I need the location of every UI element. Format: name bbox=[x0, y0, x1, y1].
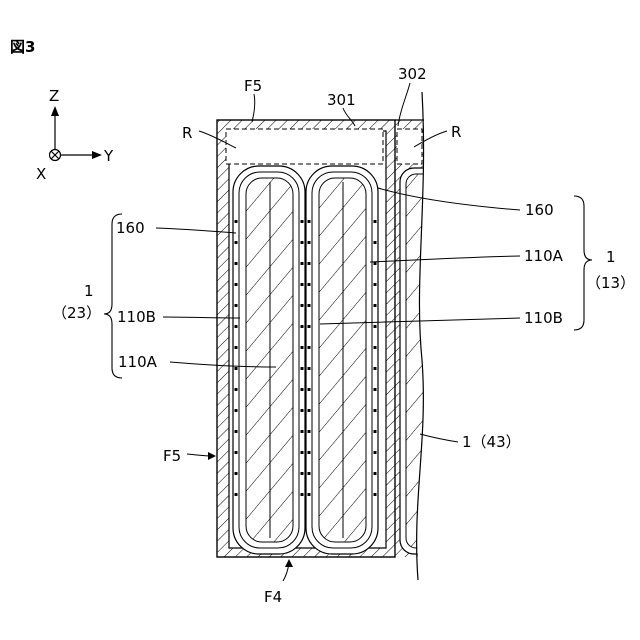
coordinate-axes: Z Y X bbox=[36, 87, 114, 183]
label-110a-right: 110A bbox=[524, 247, 564, 265]
label-301: 301 bbox=[327, 91, 356, 109]
arrow-f5-left bbox=[187, 452, 216, 460]
region-r-right bbox=[397, 129, 422, 164]
label-f5-top: F5 bbox=[244, 77, 262, 95]
label-110b-right: 110B bbox=[524, 309, 563, 327]
label-1-43: 1（43） bbox=[462, 433, 521, 451]
label-f5-left: F5 bbox=[163, 447, 181, 465]
label-302: 302 bbox=[398, 65, 427, 83]
electrode-assembly-left bbox=[233, 166, 305, 554]
figure-title: 図3 bbox=[10, 38, 35, 56]
label-110b-left: 110B bbox=[117, 308, 156, 326]
arrow-f4-bottom bbox=[283, 559, 293, 581]
label-160-left: 160 bbox=[116, 219, 145, 237]
brace-right bbox=[574, 196, 592, 330]
label-group-left-num: 1 bbox=[84, 282, 94, 300]
label-group-left-sub: （23） bbox=[52, 304, 101, 322]
label-110a-left: 110A bbox=[118, 353, 158, 371]
neighbor-cell bbox=[395, 92, 446, 580]
axis-x-label: X bbox=[36, 165, 46, 183]
electrode-assembly-right bbox=[306, 166, 378, 554]
label-f4: F4 bbox=[264, 588, 282, 606]
axis-y-label: Y bbox=[103, 147, 114, 165]
label-group-right-sub: （13） bbox=[586, 274, 635, 292]
label-r-left: R bbox=[182, 124, 192, 142]
label-r-right: R bbox=[451, 123, 461, 141]
label-group-right-num: 1 bbox=[606, 248, 616, 266]
region-r-left bbox=[226, 129, 383, 164]
x-into-page-icon bbox=[50, 150, 61, 161]
axis-z-label: Z bbox=[49, 87, 59, 105]
label-160-right: 160 bbox=[525, 201, 554, 219]
